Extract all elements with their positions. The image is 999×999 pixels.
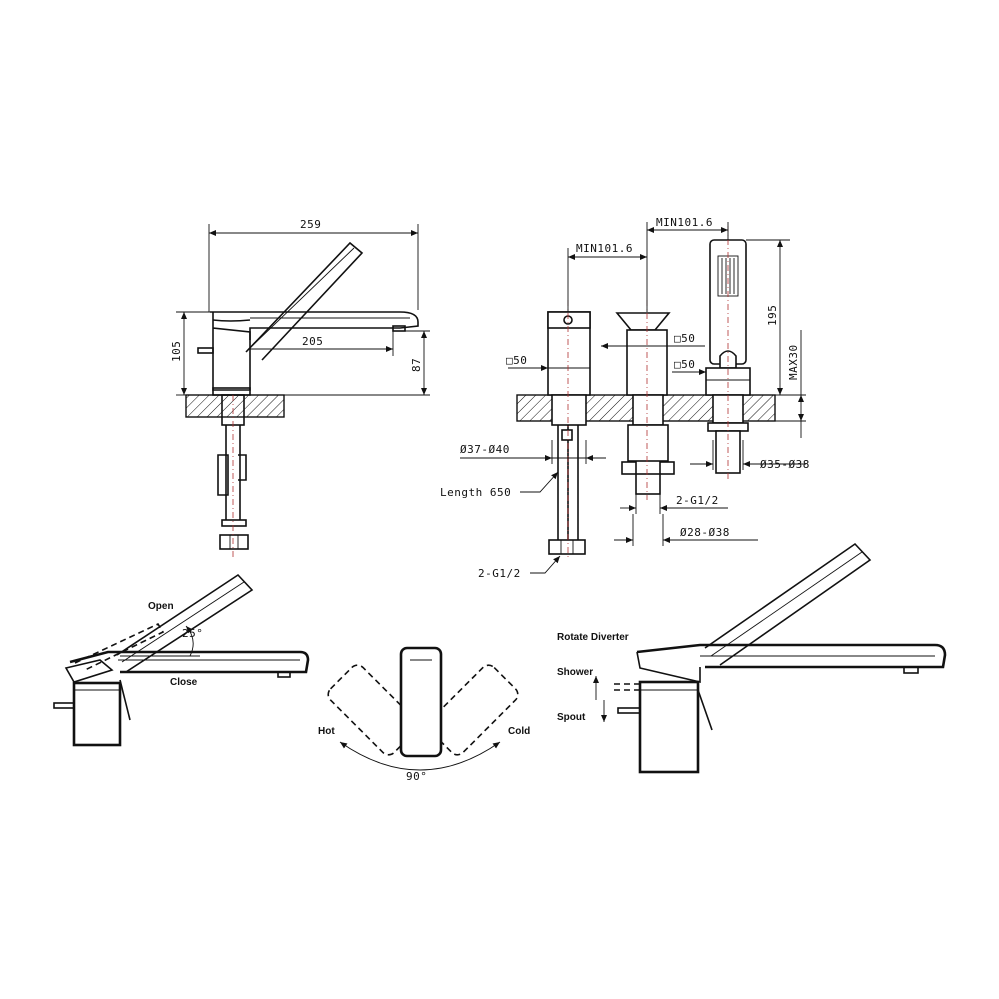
rotate-diverter-label: Rotate Diverter (557, 632, 629, 643)
side-view: 259 205 105 87 (170, 218, 430, 560)
side-diverter-knob (197, 347, 214, 354)
hole-mid-label: Ø28-Ø38 (680, 526, 730, 539)
hot-label: Hot (318, 726, 335, 737)
hole-right-label: Ø35-Ø38 (760, 458, 810, 471)
handshower-height-label: 195 (766, 305, 779, 326)
min-spacing-lower-label: MIN101.6 (576, 242, 633, 255)
open-label: Open (148, 601, 174, 612)
overall-width-label: 259 (300, 218, 321, 231)
diverter-spout-position (617, 707, 641, 714)
side-handshower (245, 241, 364, 361)
dim-thread-bottom: 2-G1/2 (478, 555, 561, 580)
thread-mid-label: 2-G1/2 (676, 494, 719, 507)
close-label: Close (170, 677, 198, 688)
dim-195: 195 (746, 239, 806, 396)
dim-base-left: □50 (506, 354, 548, 371)
diverter-shower-position (614, 683, 640, 691)
dim-105: 105 (170, 311, 213, 396)
center-handle (399, 646, 443, 758)
lever-handshower (116, 573, 254, 673)
dim-hole-left: Ø37-Ø40 (460, 440, 606, 464)
front-handshower (705, 226, 751, 480)
front-spout-body (615, 300, 675, 500)
spout-reach-label: 205 (302, 335, 323, 348)
dim-87: 87 (284, 330, 430, 396)
deck-max-label: MAX30 (787, 344, 800, 380)
base-left-label: □50 (506, 354, 527, 367)
lever-handle (64, 659, 114, 683)
rotation-arc (339, 741, 501, 771)
shower-label: Shower (557, 667, 593, 678)
dim-259: 259 (208, 218, 419, 312)
min-spacing-upper-label: MIN101.6 (656, 216, 713, 229)
dim-min-spacing-upper: MIN101.6 (646, 216, 729, 312)
side-body (212, 312, 251, 396)
diverter-view: Rotate Diverter Shower Spout (557, 542, 947, 774)
dim-min-spacing-lower: MIN101.6 (567, 242, 647, 312)
dim-205: 205 (250, 331, 394, 356)
hose-length-label: Length 650 (440, 486, 511, 499)
side-supply-pipes (217, 394, 249, 560)
dim-thread-mid: 2-G1/2 (620, 494, 728, 514)
dim-hole-mid: Ø28-Ø38 (614, 514, 758, 546)
dim-base-mid-2: □50 (672, 358, 706, 375)
spout-height-label: 87 (410, 358, 423, 372)
dim-base-mid-1: □50 (601, 332, 705, 349)
base-mid-1-label: □50 (674, 332, 695, 345)
spray-nozzle-grid (721, 258, 735, 294)
thread-bottom-label: 2-G1/2 (478, 567, 521, 580)
diverter-body (638, 680, 700, 774)
rotation-view: Hot Cold 90° (318, 646, 530, 783)
lever-spout (69, 650, 310, 674)
side-spout (210, 311, 419, 340)
dim-hole-right: Ø35-Ø38 (690, 440, 810, 471)
dim-hose-length: Length 650 (440, 471, 559, 499)
hole-left-label: Ø37-Ø40 (460, 443, 510, 456)
lever-body (72, 681, 122, 747)
dim-max30: MAX30 (775, 330, 806, 438)
spout-label: Spout (557, 712, 586, 723)
lever-angle-label: 25° (182, 627, 203, 640)
lever-view: Open 25° Close (53, 573, 310, 747)
front-view: MIN101.6 MIN101.6 195 MAX30 □50 (440, 216, 810, 580)
rotation-angle-label: 90° (406, 770, 427, 783)
front-left-valve (547, 300, 591, 560)
diverter-handshower (704, 542, 872, 666)
base-mid-2-label: □50 (674, 358, 695, 371)
height-total-label: 105 (170, 341, 183, 362)
diverter-spout (636, 643, 947, 669)
cold-label: Cold (508, 726, 530, 737)
side-deck-slab (185, 394, 285, 418)
